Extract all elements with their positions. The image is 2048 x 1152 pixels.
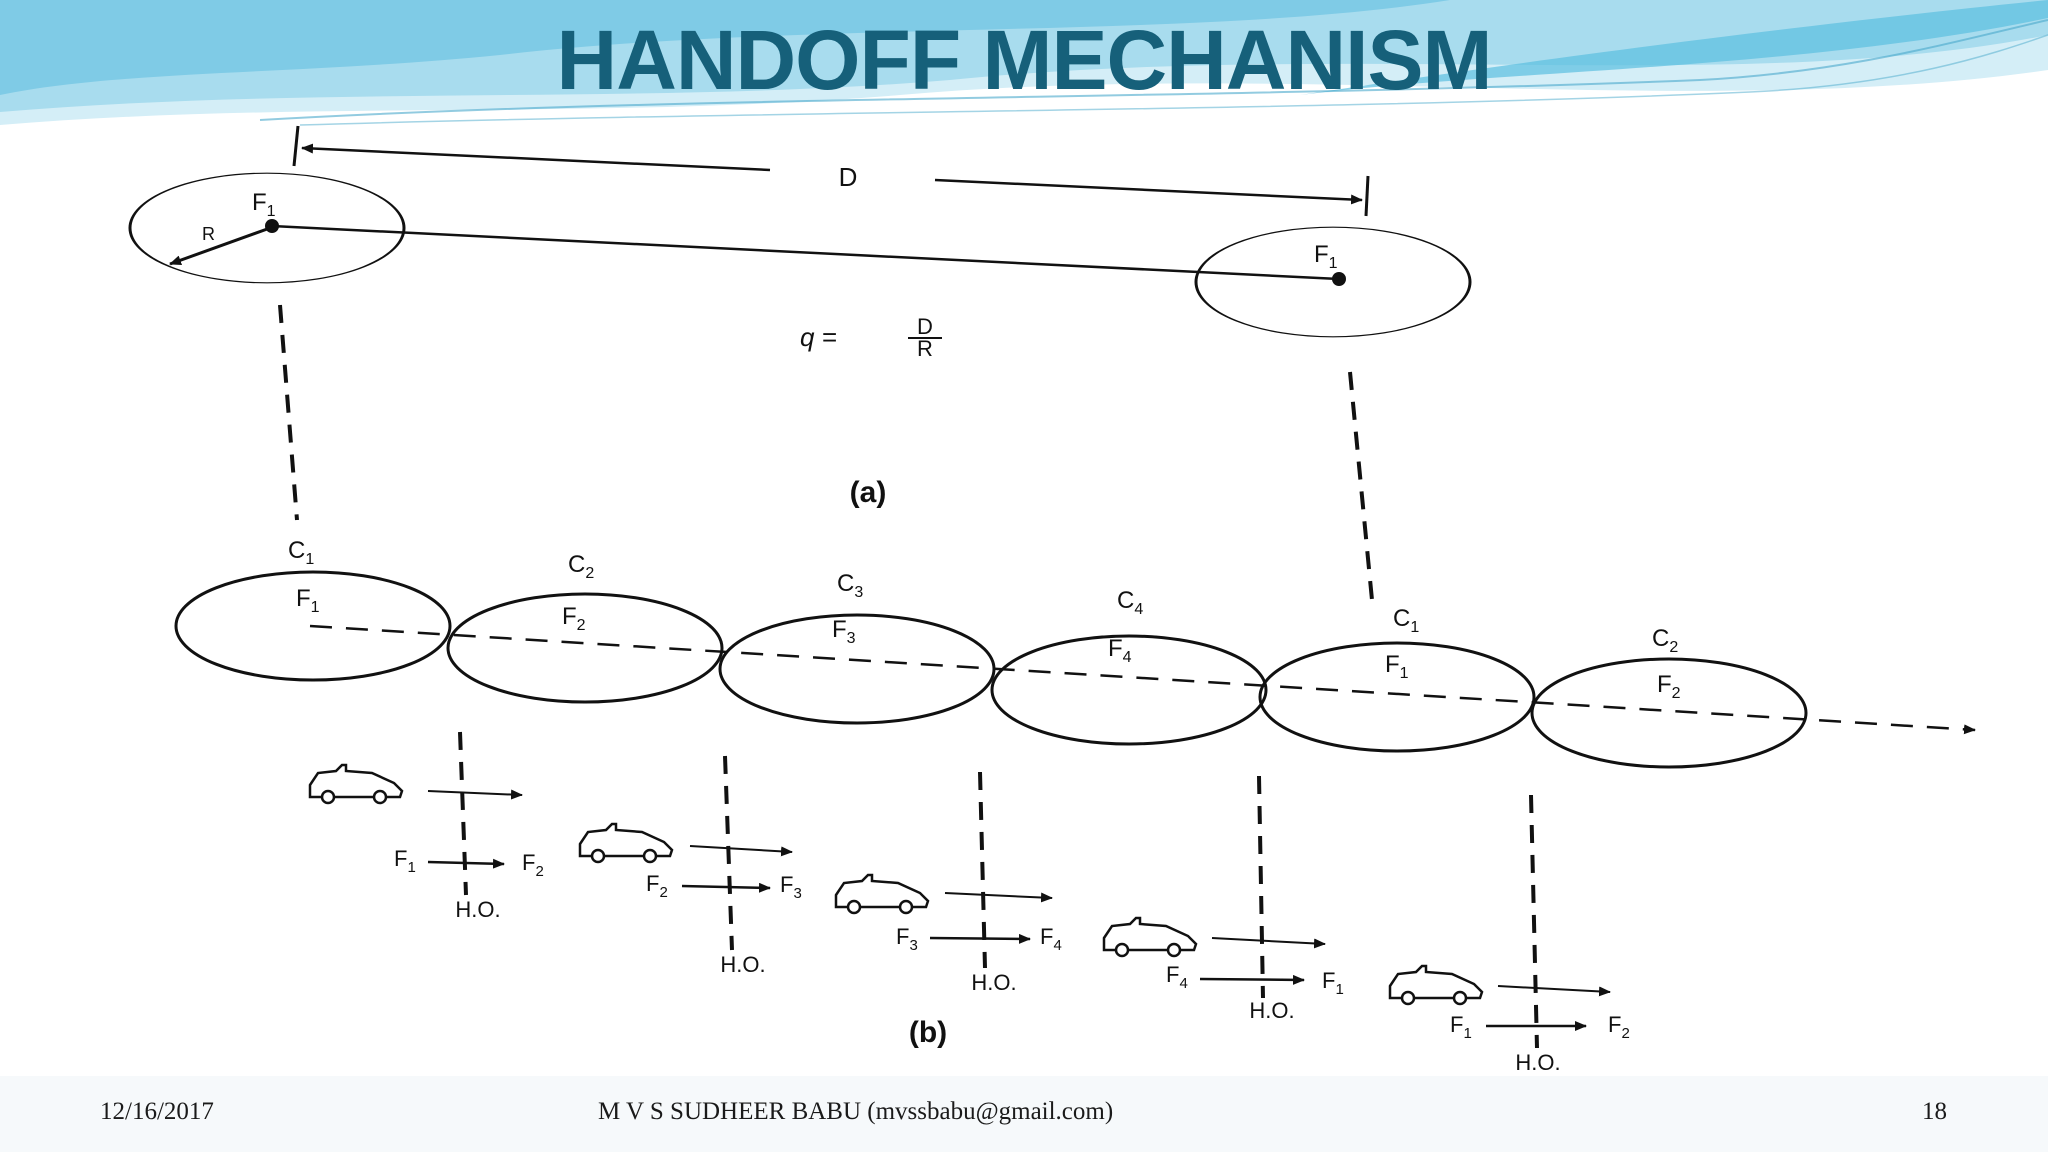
car-icon bbox=[308, 763, 404, 805]
svg-text:D: D bbox=[917, 314, 933, 339]
part-a-label: (a) bbox=[850, 476, 887, 509]
projection-line-left bbox=[278, 304, 299, 521]
cell-c1-reuse bbox=[1258, 641, 1536, 753]
svg-text:F4: F4 bbox=[1166, 962, 1188, 992]
part-b: C1 C2 C3 C4 C1 C2 F1 F2 F3 F4 F1 F2 bbox=[174, 537, 1976, 1075]
svg-text:F3: F3 bbox=[896, 924, 918, 954]
handoff-4: F4 F1 H.O. bbox=[1166, 962, 1344, 1023]
cell-name-c3: C3 bbox=[837, 570, 863, 601]
cell-freq-c3: F3 bbox=[832, 616, 856, 647]
travel-direction-axis bbox=[309, 624, 1976, 735]
handoff-2: F2 F3 H.O. bbox=[646, 871, 802, 977]
car-icon bbox=[1102, 916, 1198, 958]
footer-date: 12/16/2017 bbox=[100, 1098, 214, 1125]
reuse-ratio-formula: q = D R bbox=[800, 314, 942, 361]
center-connector-line bbox=[271, 224, 1340, 281]
svg-text:F2: F2 bbox=[522, 850, 544, 880]
svg-text:F1: F1 bbox=[1450, 1012, 1472, 1042]
cell-label-left: F1 bbox=[252, 189, 276, 220]
cell-freq-c1-reuse: F1 bbox=[1385, 651, 1409, 682]
svg-text:F3: F3 bbox=[780, 872, 802, 902]
handoff-5: F1 F2 H.O. bbox=[1450, 1012, 1630, 1075]
distance-tick-left bbox=[292, 125, 300, 167]
cell-name-c4: C4 bbox=[1117, 587, 1143, 618]
part-a: D R F1 F1 q = D R (a) bbox=[128, 125, 1472, 601]
part-b-label: (b) bbox=[909, 1016, 947, 1049]
handoff-annotations: F1 F2 H.O. F2 F3 H.O. F3 F4 H.O. F4 bbox=[394, 846, 1630, 1075]
motion-arrow bbox=[1211, 937, 1326, 949]
header-wave-decoration bbox=[0, 0, 2048, 140]
svg-text:F4: F4 bbox=[1040, 924, 1062, 954]
cell-c2-reuse bbox=[1530, 657, 1808, 769]
svg-text:F1: F1 bbox=[394, 846, 416, 876]
handoff-3: F3 F4 H.O. bbox=[896, 924, 1062, 995]
svg-text:R: R bbox=[917, 336, 933, 361]
cell-label-right: F1 bbox=[1314, 241, 1338, 272]
distance-arrow-right bbox=[934, 178, 1363, 205]
reuse-cell-left bbox=[128, 172, 406, 284]
cell-c4 bbox=[990, 634, 1268, 746]
svg-text:H.O.: H.O. bbox=[455, 897, 500, 922]
svg-text:H.O.: H.O. bbox=[720, 952, 765, 977]
svg-text:F2: F2 bbox=[1608, 1012, 1630, 1042]
cell-name-c1: C1 bbox=[288, 537, 314, 568]
radius-arrow bbox=[169, 226, 271, 266]
car-icon bbox=[578, 822, 674, 864]
cell-name-c2: C2 bbox=[568, 551, 594, 582]
motion-arrow bbox=[427, 789, 523, 800]
motion-arrow bbox=[1497, 985, 1611, 997]
distance-arrow-left bbox=[301, 143, 771, 172]
slide-title: HANDOFF MECHANISM bbox=[556, 13, 1493, 107]
footer-page-number: 18 bbox=[1922, 1098, 1947, 1125]
cell-c3 bbox=[718, 613, 996, 725]
vehicle-icons bbox=[308, 763, 1611, 1006]
cell-freq-c2: F2 bbox=[562, 603, 586, 634]
distance-tick-right bbox=[1364, 175, 1370, 217]
handoff-boundary-lines bbox=[458, 731, 1539, 1049]
svg-text:H.O.: H.O. bbox=[1515, 1050, 1560, 1075]
cell-chain bbox=[174, 570, 1808, 769]
distance-label: D bbox=[839, 162, 858, 192]
car-icon bbox=[1388, 964, 1484, 1006]
cell-freq-c4: F4 bbox=[1108, 635, 1132, 666]
footer-author: M V S SUDHEER BABU (mvssbabu@gmail.com) bbox=[598, 1098, 1114, 1125]
cell-c1 bbox=[174, 570, 452, 682]
svg-text:H.O.: H.O. bbox=[971, 970, 1016, 995]
car-icon bbox=[834, 873, 930, 915]
footer-bar bbox=[0, 1076, 2048, 1152]
cell-freq-c1: F1 bbox=[296, 585, 320, 616]
reuse-cell-right bbox=[1194, 226, 1472, 338]
cell-name-labels: C1 C2 C3 C4 C1 C2 bbox=[288, 537, 1678, 656]
radius-label: R bbox=[202, 224, 215, 244]
handoff-1: F1 F2 H.O. bbox=[394, 846, 544, 922]
svg-text:F1: F1 bbox=[1322, 968, 1344, 998]
cell-name-c1-reuse: C1 bbox=[1393, 605, 1419, 636]
cell-freq-c2-reuse: F2 bbox=[1657, 671, 1681, 702]
motion-arrow bbox=[944, 892, 1053, 903]
cell-frequency-labels: F1 F2 F3 F4 F1 F2 bbox=[296, 585, 1681, 702]
svg-text:F2: F2 bbox=[646, 871, 668, 901]
motion-arrow bbox=[689, 845, 793, 857]
svg-text:q =: q = bbox=[800, 322, 837, 352]
cell-c2 bbox=[446, 592, 724, 704]
cell-name-c2-reuse: C2 bbox=[1652, 625, 1678, 656]
projection-line-right bbox=[1348, 371, 1374, 601]
svg-text:H.O.: H.O. bbox=[1249, 998, 1294, 1023]
